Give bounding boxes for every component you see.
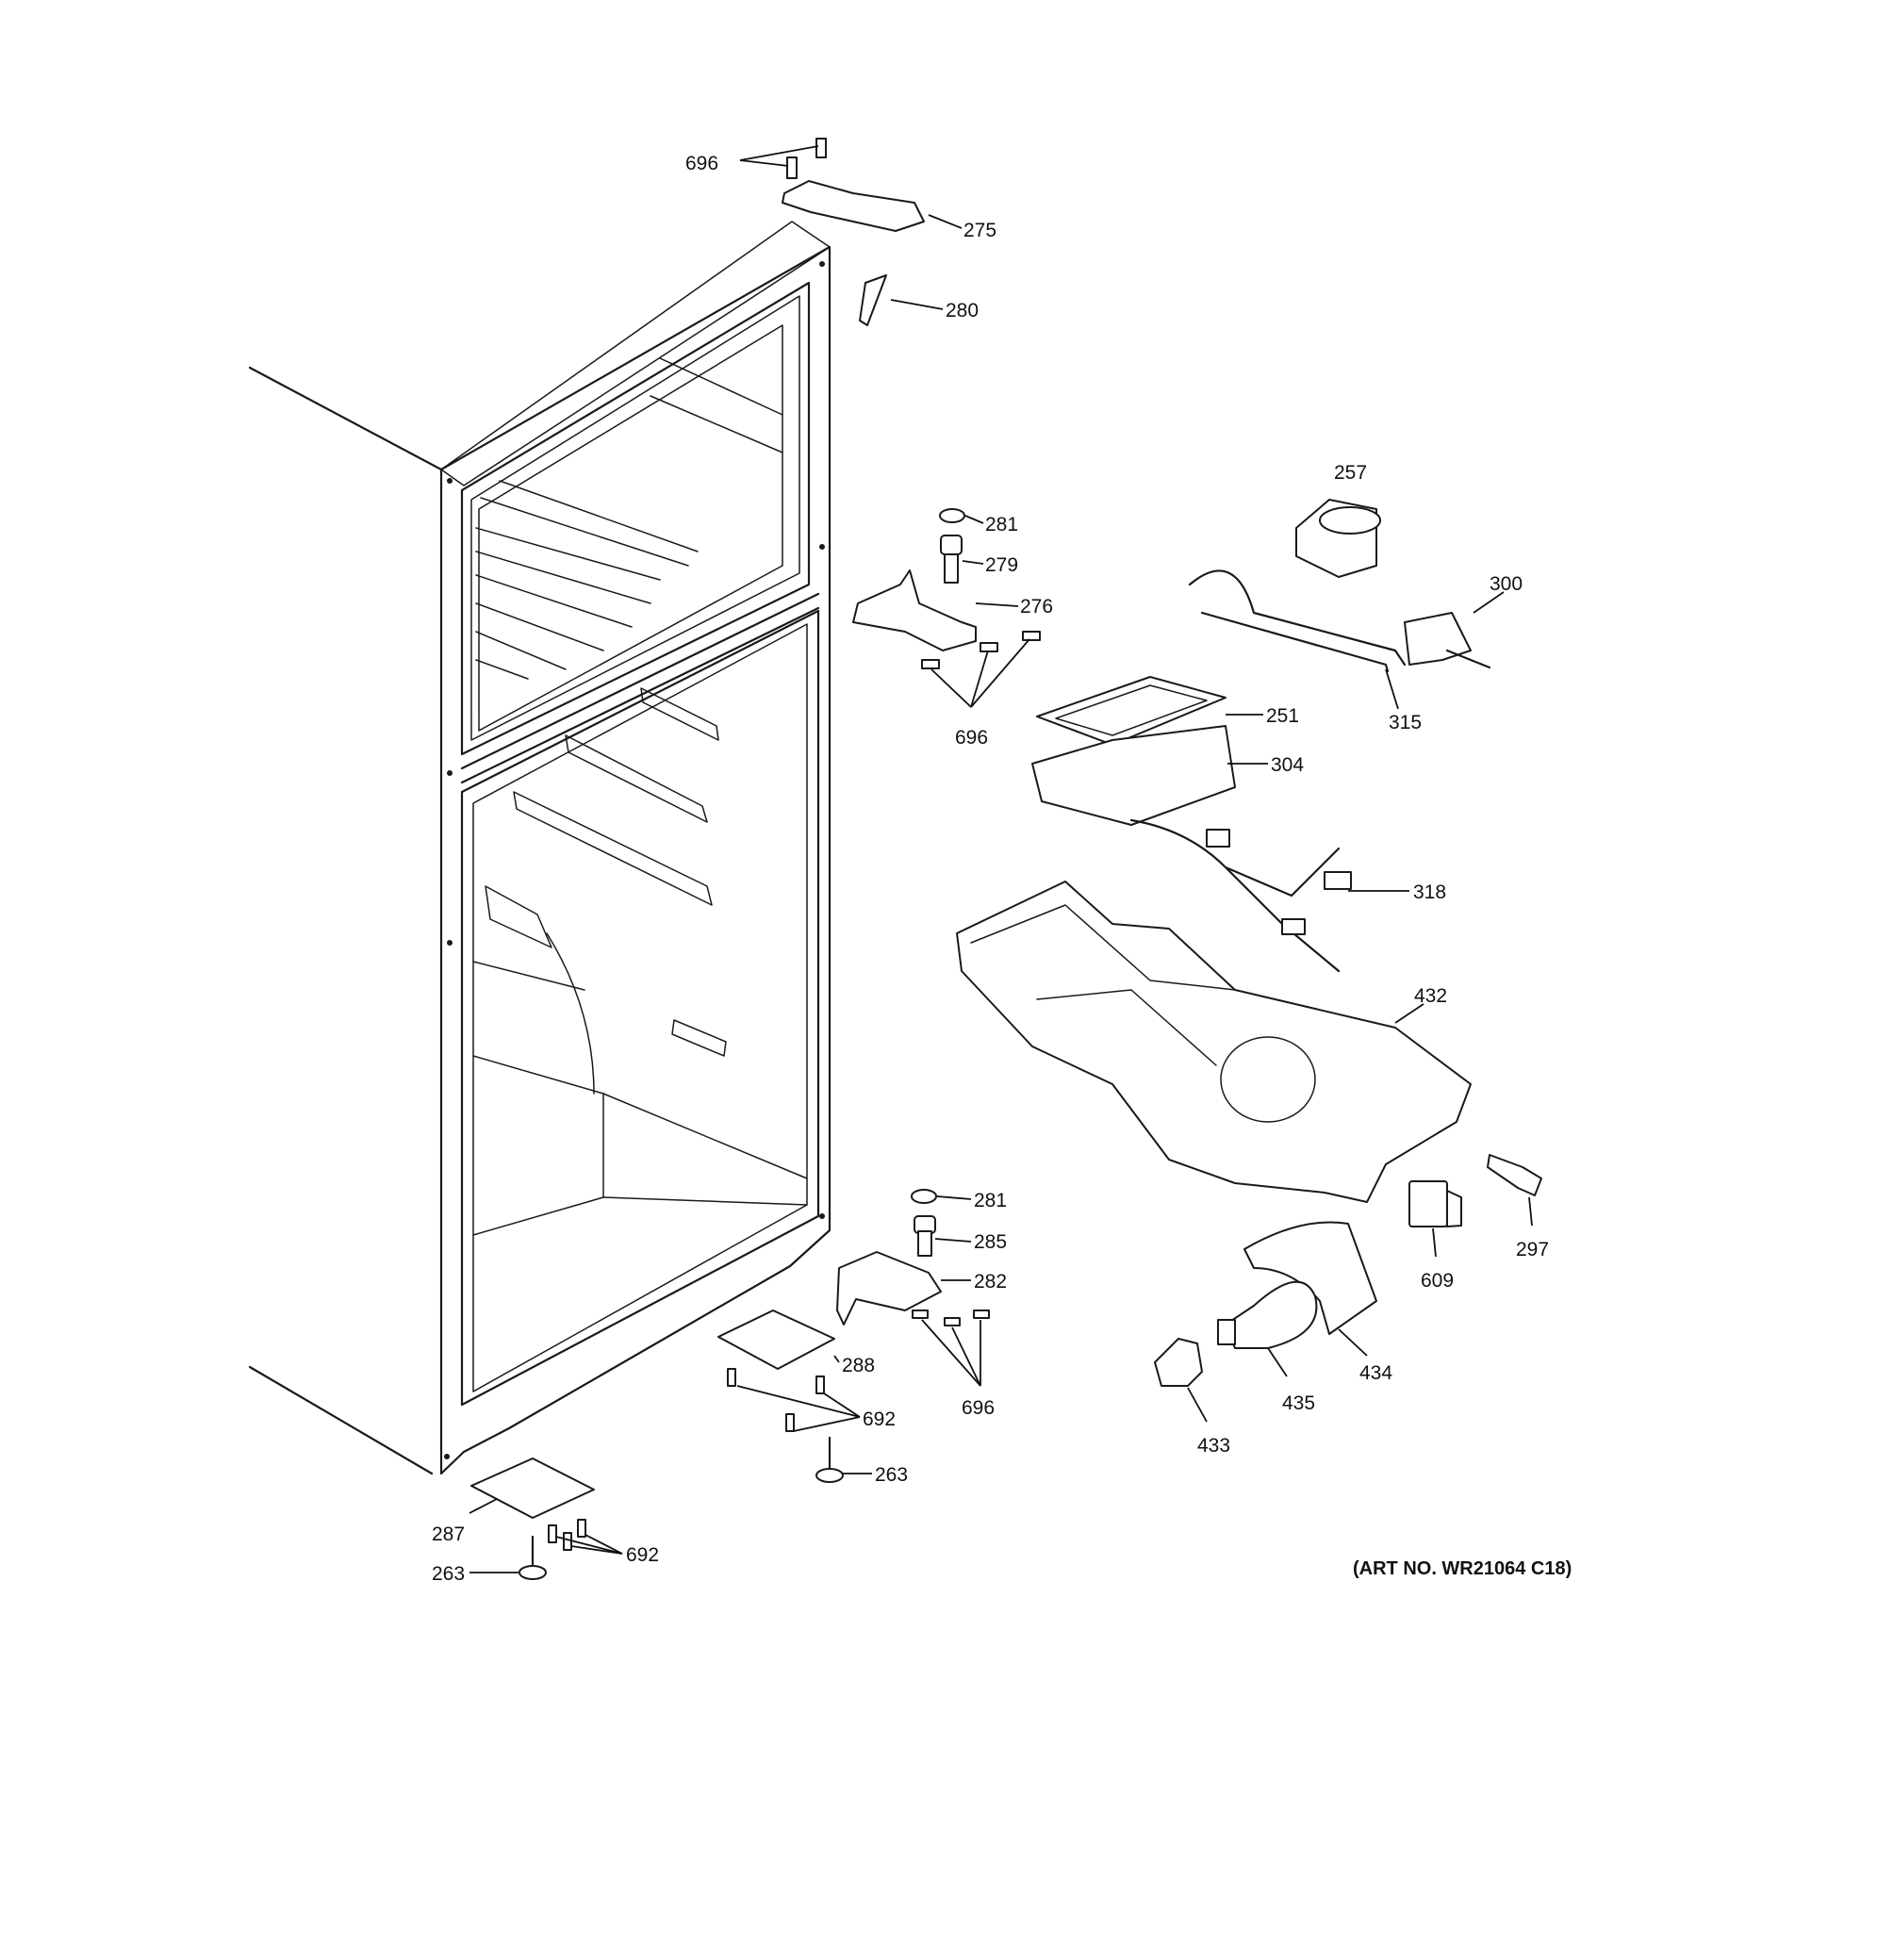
bracket-screw-icon xyxy=(921,631,1041,669)
hinge-screw-icon xyxy=(786,138,827,179)
part-label-251: 251 xyxy=(1266,705,1299,727)
gasket-icon xyxy=(1036,676,1227,746)
lower-bracket-screw-icon xyxy=(912,1309,990,1326)
part-label-285: 285 xyxy=(974,1231,1007,1253)
part-label-692-low: 692 xyxy=(626,1544,659,1566)
center-hinge-bracket-icon xyxy=(852,569,977,651)
hinge-cover-icon xyxy=(859,274,887,326)
part-label-263-mid: 263 xyxy=(875,1464,908,1486)
refrigerator-cabinet xyxy=(248,221,831,1475)
temperature-control-icon xyxy=(1404,612,1491,669)
part-label-276: 276 xyxy=(1020,596,1053,618)
part-label-281-upper: 281 xyxy=(985,514,1018,535)
front-leveling-leg-icon xyxy=(519,1535,547,1580)
part-label-692-mid: 692 xyxy=(863,1408,896,1430)
light-housing-tray-icon xyxy=(956,881,1472,1203)
part-label-257: 257 xyxy=(1334,462,1367,484)
part-label-304: 304 xyxy=(1271,754,1304,776)
light-bulb-icon xyxy=(1217,1280,1318,1349)
light-switch-icon xyxy=(1408,1180,1462,1227)
part-labels: 696 275 280 281 279 276 696 257 300 315 … xyxy=(432,153,1572,1585)
part-label-279: 279 xyxy=(985,554,1018,576)
front-mount-screw-icon xyxy=(548,1519,586,1551)
part-label-297: 297 xyxy=(1516,1239,1549,1260)
part-label-434: 434 xyxy=(1359,1362,1392,1384)
part-label-263-low: 263 xyxy=(432,1563,465,1585)
light-shield-icon xyxy=(1243,1221,1377,1335)
leveling-leg-icon xyxy=(815,1436,844,1483)
lower-washer-icon xyxy=(911,1189,937,1204)
part-label-696-low: 696 xyxy=(962,1397,995,1419)
art-number: (ART NO. WR21064 C18) xyxy=(1353,1558,1572,1579)
part-label-287: 287 xyxy=(432,1524,465,1545)
part-label-280: 280 xyxy=(946,300,979,321)
defrost-timer-icon xyxy=(1295,499,1381,578)
switch-plunger-icon xyxy=(1487,1154,1542,1196)
top-hinge-icon xyxy=(782,180,925,232)
leader-lines xyxy=(469,145,1533,1573)
part-label-288: 288 xyxy=(842,1355,875,1376)
light-socket-icon xyxy=(1154,1338,1203,1387)
washer-icon xyxy=(939,508,965,523)
part-label-281-lower: 281 xyxy=(974,1190,1007,1211)
lower-hinge-pin-icon xyxy=(914,1215,936,1257)
part-label-275: 275 xyxy=(963,220,996,241)
front-leveler-plate-icon xyxy=(470,1458,595,1519)
part-label-315: 315 xyxy=(1389,712,1422,733)
part-label-435: 435 xyxy=(1282,1392,1315,1414)
part-label-282: 282 xyxy=(974,1271,1007,1293)
part-label-318: 318 xyxy=(1413,881,1446,903)
part-label-300: 300 xyxy=(1490,573,1523,595)
hinge-pin-icon xyxy=(940,535,963,584)
leveler-plate-icon xyxy=(717,1309,835,1370)
control-housing-icon xyxy=(1031,725,1236,826)
lower-hinge-bracket-icon xyxy=(836,1251,942,1326)
mount-screw-icon xyxy=(727,1368,825,1432)
part-label-696-mid: 696 xyxy=(955,727,988,749)
temperature-control-tube-icon xyxy=(1200,611,1390,673)
capillary-tube-icon xyxy=(1188,569,1407,667)
part-label-696-top: 696 xyxy=(685,153,718,174)
part-label-433: 433 xyxy=(1197,1435,1230,1457)
part-label-609: 609 xyxy=(1421,1270,1454,1292)
part-label-432: 432 xyxy=(1414,985,1447,1007)
